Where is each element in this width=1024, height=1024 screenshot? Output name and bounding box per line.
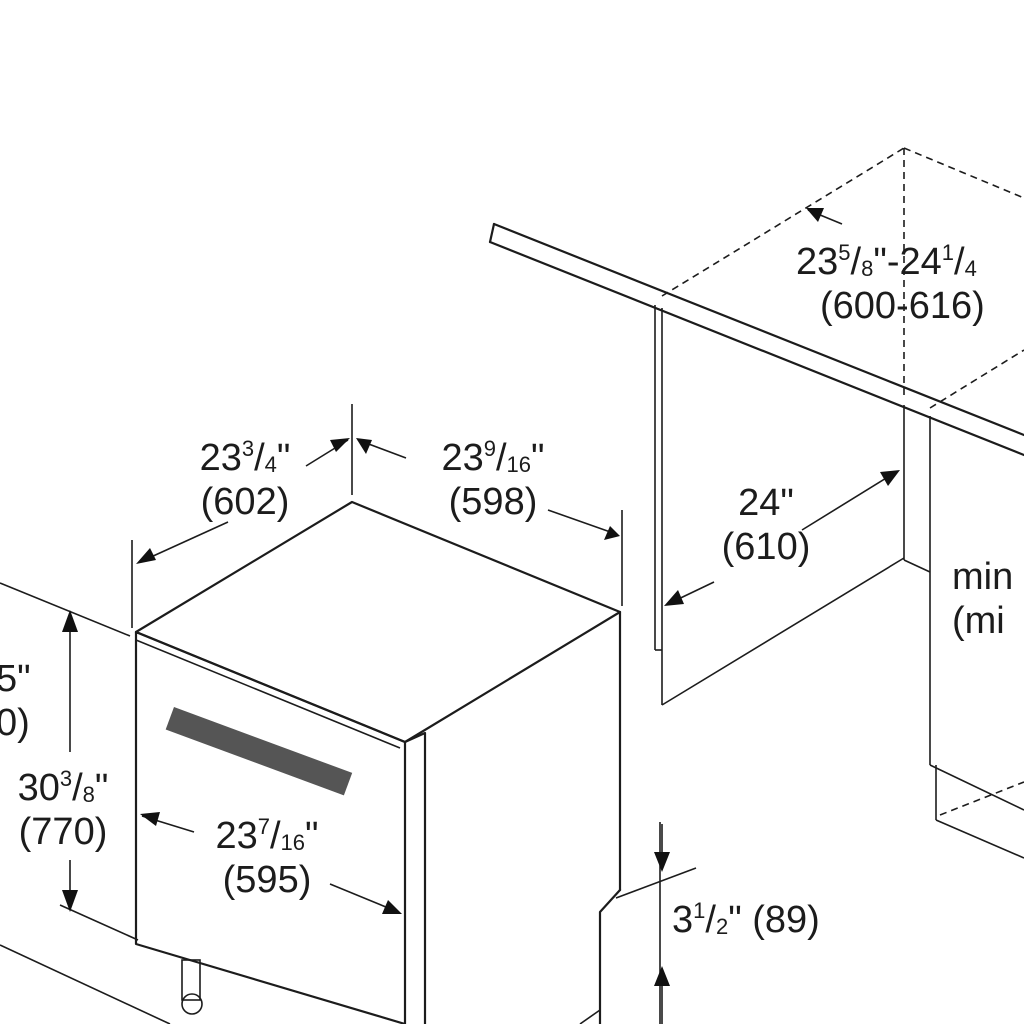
height-partial-label: 5" 0) [0,660,31,742]
fraction-denominator: 16 [506,452,532,477]
toe-kick-label: 31/2" (89) [672,898,820,941]
top-left-width-label: 233/4" (602) [180,436,310,523]
mm-value: (602) [200,481,290,523]
mm-value: (595) [222,859,312,901]
inch-value: 24" [738,482,794,524]
mm-value: (600-616) [820,285,985,327]
min-mm-text: (mi [952,600,1005,642]
mm-value: (770) [18,811,108,853]
arrowhead [604,526,620,540]
inch-mark: " [94,767,109,809]
fraction-numerator: 3 [59,766,73,791]
floor-lines [0,582,171,1024]
top-right-depth-label: 239/16" (598) [418,436,568,523]
mm-value: (610) [721,526,811,568]
arrowhead [806,208,824,222]
inch-mark: " [305,815,319,857]
arrowhead [654,852,670,872]
inch-whole: 23 [199,437,242,479]
fraction-denominator: 2 [715,914,729,939]
inch-value: 5" [0,658,31,700]
fraction-numerator: 1 [941,240,955,265]
arrowhead [880,470,900,486]
door-handle [165,707,353,796]
fraction-denominator: 8 [82,782,95,807]
arrowhead [136,548,156,564]
inch-whole: 23 [796,241,839,283]
fraction-numerator: 5 [838,240,851,265]
inch-whole: 23 [215,815,258,857]
arrowheads [62,208,900,986]
countertop [488,222,1024,457]
inch-whole: 23 [441,437,484,479]
fraction-numerator: 1 [693,898,706,923]
mm-value: (598) [448,481,538,523]
inch-and-mm-value: " (89) [728,899,820,941]
fraction-denominator: 16 [280,830,306,855]
inch-whole: 3 [672,899,694,941]
arrowhead [664,590,684,606]
left-cabinet [654,305,905,706]
inch-mark: " [531,437,545,479]
fraction-numerator: 9 [483,436,496,461]
fraction-numerator: 3 [241,436,255,461]
arrowhead [356,438,372,454]
arrowhead [382,900,402,914]
arrowhead [654,966,670,986]
height-label: 303/8" (770) [2,766,124,853]
niche-dashed-outline [661,147,1024,816]
fraction-numerator: 7 [257,814,270,839]
min-partial-label: min (mi [952,558,1013,640]
niche-depth-label: 24" (610) [706,484,826,566]
fraction-denominator: 4 [964,256,977,281]
dishwasher-body [134,500,622,1024]
fraction-denominator: 4 [264,452,277,477]
arrowhead [140,812,160,826]
arrowhead [330,438,350,452]
arrowhead [62,890,78,912]
arrowhead [62,610,78,632]
mm-value: 0) [0,702,30,744]
door-width-label: 237/16" (595) [192,814,342,901]
min-text: min [952,556,1014,598]
range-separator: "-24 [873,241,942,283]
right-cabinet [903,416,1024,859]
fraction-denominator: 8 [861,256,874,281]
inch-mark: " [276,437,291,479]
inch-whole: 30 [17,767,60,809]
niche-width-label: 235/8"-241/4 (600-616) [796,240,985,327]
